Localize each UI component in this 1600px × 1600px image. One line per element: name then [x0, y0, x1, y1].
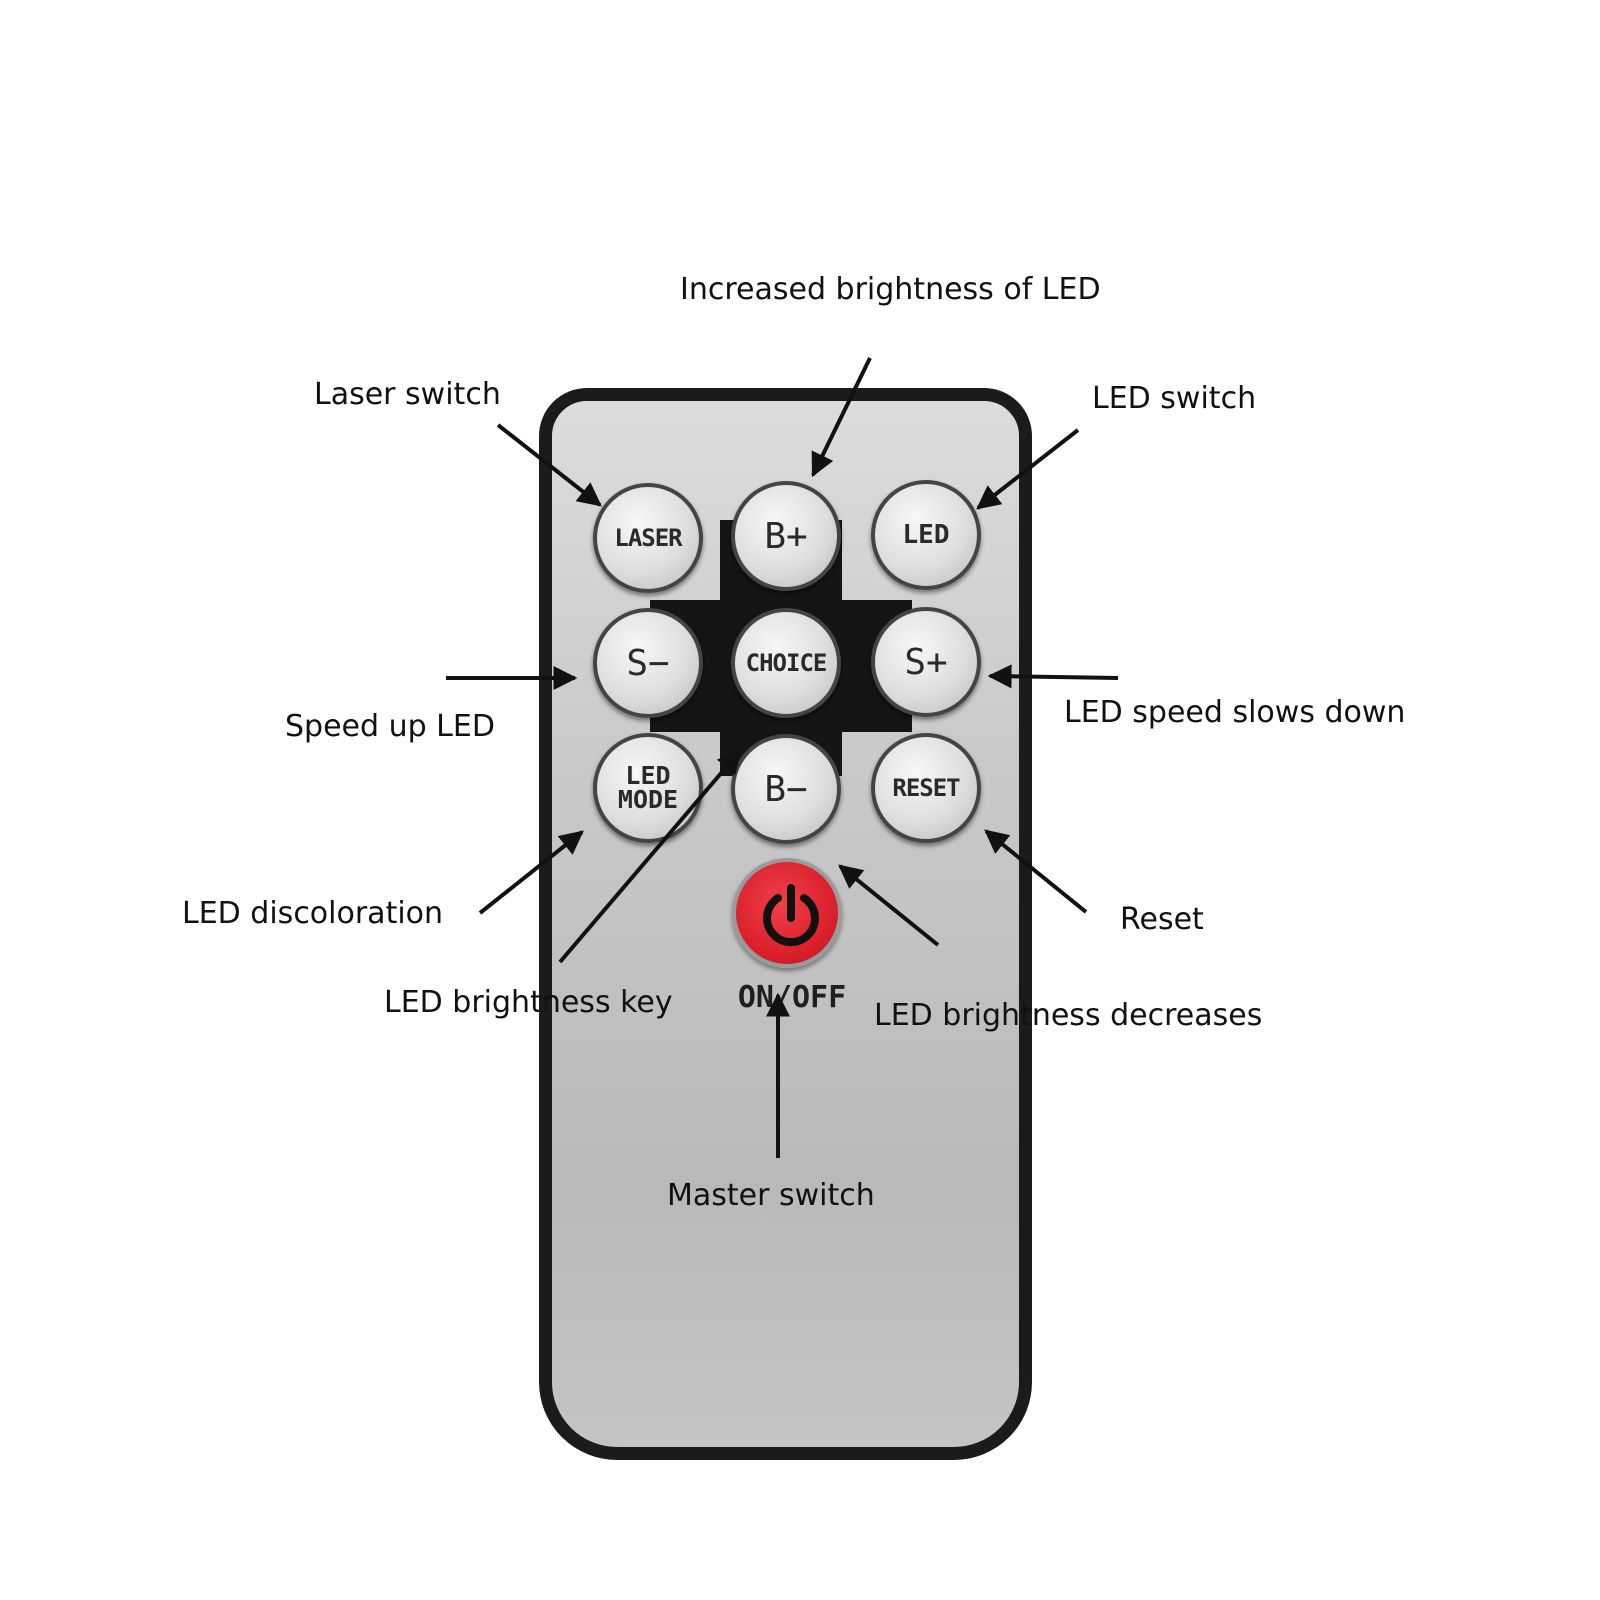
laser-button-label: LASER: [614, 524, 682, 552]
led-mode-label: LED MODE: [617, 761, 679, 814]
label-increased-brightness: Increased brightness of LED: [680, 272, 1101, 307]
led-button[interactable]: LED: [871, 480, 981, 590]
label-led-switch: LED switch: [1092, 381, 1257, 416]
arrow-brightness-down: [558, 749, 742, 964]
brightness-up-button[interactable]: B+: [731, 481, 841, 591]
speed-up-label: S+: [904, 641, 948, 683]
arrow-led-mode: [478, 830, 584, 915]
label-led-discoloration: LED discoloration: [182, 896, 444, 931]
reset-button[interactable]: RESET: [871, 733, 981, 843]
speed-down-label: S−: [626, 642, 670, 684]
led-mode-label-line2: MODE: [617, 785, 679, 814]
power-button[interactable]: [732, 858, 842, 968]
label-master-switch: Master switch: [667, 1178, 875, 1213]
led-mode-label-line1: LED: [625, 761, 671, 790]
arrow-led: [976, 428, 1080, 510]
brightness-down-button[interactable]: B−: [731, 734, 841, 844]
arrow-power: [838, 864, 940, 947]
label-reset: Reset: [1120, 902, 1204, 937]
arrow-speed-up: [987, 664, 1119, 689]
speed-up-button[interactable]: S+: [871, 607, 981, 717]
brightness-up-label: B+: [764, 515, 808, 557]
led-mode-button[interactable]: LED MODE: [593, 733, 703, 843]
choice-button-label: CHOICE: [745, 649, 828, 677]
label-led-brightness-key: LED brightness key: [384, 985, 673, 1020]
brightness-down-label: B−: [764, 768, 808, 810]
choice-button[interactable]: CHOICE: [731, 608, 841, 718]
laser-button[interactable]: LASER: [593, 483, 703, 593]
label-speed-up-led: Speed up LED: [285, 709, 495, 744]
label-led-brightness-decreases: LED brightness decreases: [874, 998, 1263, 1033]
power-icon: [763, 884, 819, 947]
on-off-label: ON/OFF: [737, 980, 847, 1015]
arrow-brightness-up: [811, 357, 872, 478]
speed-down-button[interactable]: S−: [593, 608, 703, 718]
arrow-reset: [984, 829, 1088, 914]
label-led-speed-slows: LED speed slows down: [1064, 695, 1406, 730]
reset-button-label: RESET: [892, 774, 960, 802]
label-laser-switch: Laser switch: [314, 377, 501, 412]
led-button-label: LED: [902, 520, 950, 550]
arrow-laser: [496, 423, 602, 507]
